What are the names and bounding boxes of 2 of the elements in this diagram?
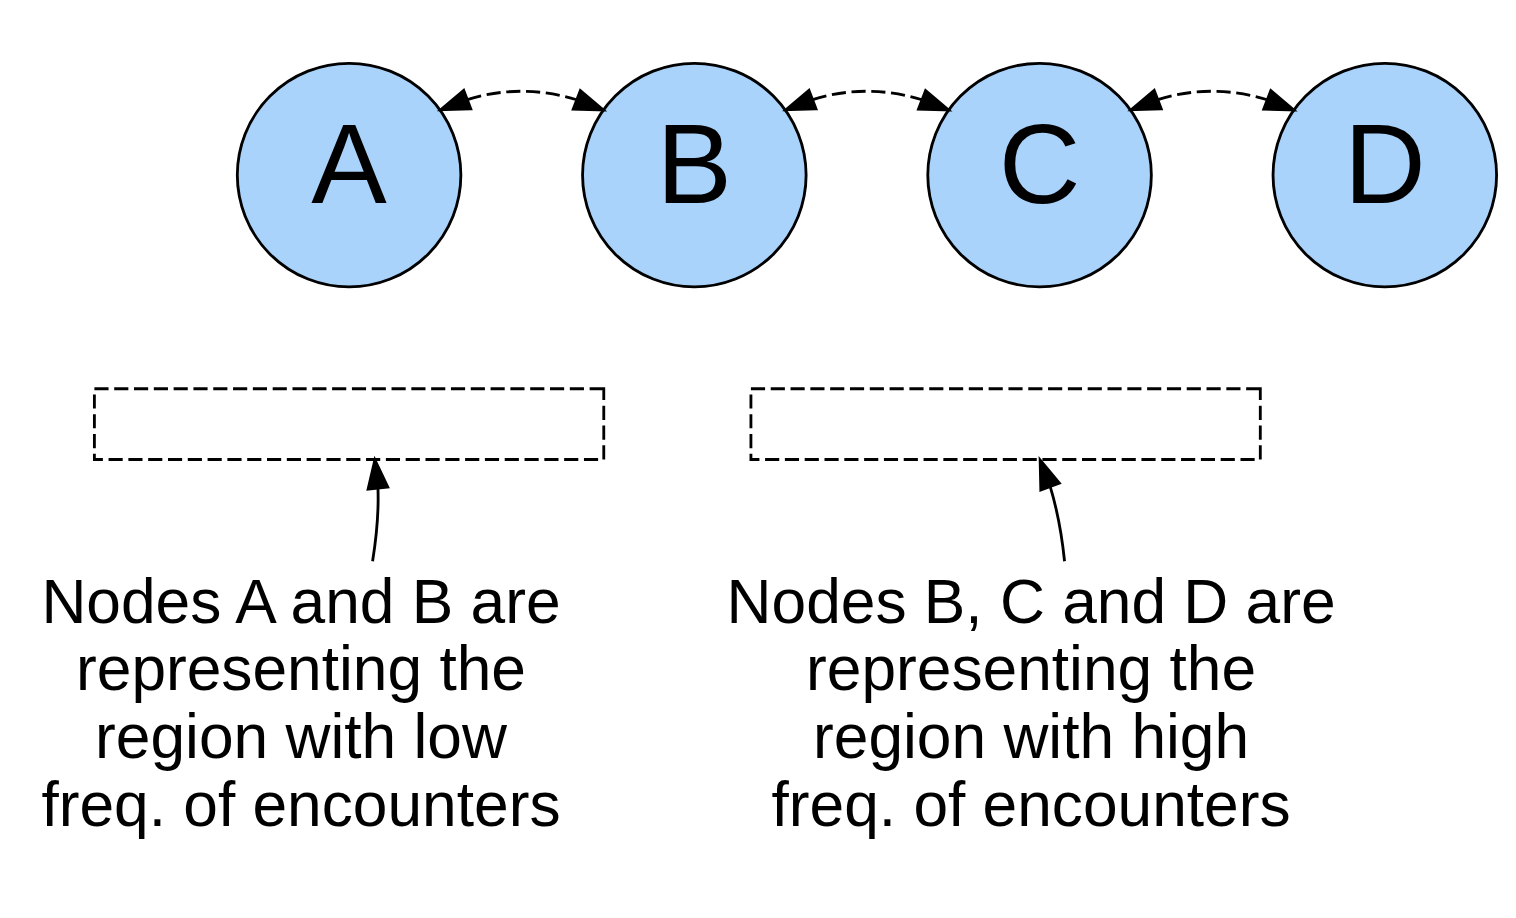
node-text: Nodes B, C and D are representing the region with high freq. of encounters: [726, 566, 1336, 839]
node-text: Nodes A and B are representing the region with low freq. of encounters: [41, 566, 561, 839]
